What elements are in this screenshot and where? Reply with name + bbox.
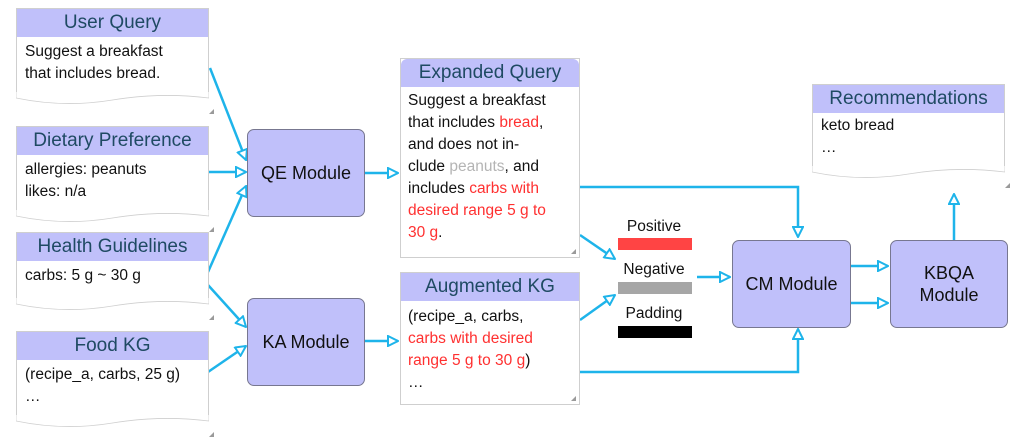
expanded-query-text: , and — [504, 158, 540, 175]
arrow-augmented-to-cm — [580, 329, 798, 374]
legend-positive-label: Positive — [626, 218, 682, 235]
dietary-preference-title: Dietary Preference — [17, 127, 208, 155]
kbqa-module: KBQA Module — [890, 240, 1008, 328]
qe-module: QE Module — [247, 129, 365, 217]
legend-positive-bar — [618, 238, 692, 250]
resize-grip-icon — [209, 432, 214, 437]
qe-module-label: QE Module — [260, 163, 352, 183]
arrow-foodkg-to-ka — [207, 346, 246, 374]
expanded-query-text: includes — [408, 180, 470, 197]
augmented-kg-text: ) — [525, 352, 531, 369]
dietary-preference-line: likes: n/a — [25, 183, 87, 200]
recommendations-card: Recommendations keto bread … — [812, 84, 1010, 188]
legend-negative-label: Negative — [623, 261, 685, 278]
food-kg-title: Food KG — [17, 332, 208, 360]
user-query-line: that includes bread. — [25, 65, 161, 82]
arrow-userquery-to-qe — [208, 67, 246, 160]
expanded-query-text: clude — [408, 158, 450, 175]
cm-module: CM Module — [732, 240, 851, 328]
highlight-carb-range: carbs with — [469, 180, 539, 197]
resize-grip-icon — [209, 227, 214, 232]
kbqa-module-label: Module — [919, 285, 979, 305]
user-query-line: Suggest a breakfast — [25, 43, 163, 60]
recommendation-item: … — [821, 139, 837, 156]
dietary-preference-card: Dietary Preference allergies: peanuts li… — [16, 126, 214, 232]
resize-grip-icon — [209, 109, 214, 114]
expanded-query-text: , — [539, 114, 544, 131]
excluded-allergen-text: peanuts — [449, 158, 505, 175]
recommendation-item: keto bread — [821, 117, 895, 134]
resize-grip-icon — [209, 315, 214, 320]
arrow-expanded-to-legend — [579, 233, 615, 259]
legend-padding-label: Padding — [625, 305, 683, 322]
health-guidelines-line: carbs: 5 g ~ 30 g — [25, 267, 141, 284]
dietary-preference-line: allergies: peanuts — [25, 161, 147, 178]
augmented-kg-title: Augmented KG — [401, 273, 579, 301]
arrow-health-to-qe — [206, 186, 246, 273]
highlight-carb-range: range 5 g to 30 g — [408, 352, 526, 369]
highlight-carb-range: desired range 5 g to — [408, 202, 546, 219]
health-guidelines-card: Health Guidelines carbs: 5 g ~ 30 g — [16, 232, 214, 320]
expanded-query-text: that includes — [408, 114, 500, 131]
food-kg-card: Food KG (recipe_a, carbs, 25 g) … — [16, 331, 214, 437]
ka-module-label: KA Module — [262, 332, 350, 352]
kbqa-module-label: KBQA — [923, 263, 975, 283]
legend-negative-bar — [618, 282, 692, 294]
arrow-augmented-to-legend — [579, 295, 615, 322]
augmented-kg-card: Augmented KG (recipe_a, carbs, carbs wit… — [400, 272, 580, 405]
legend-padding-bar — [618, 326, 692, 338]
health-guidelines-title: Health Guidelines — [17, 233, 208, 261]
arrow-expanded-to-cm — [580, 185, 798, 237]
resize-grip-icon — [571, 249, 576, 254]
arrow-health-to-ka — [207, 284, 246, 327]
user-query-card: User Query Suggest a breakfast that incl… — [16, 8, 214, 114]
highlight-carb-range: carbs with desired — [408, 330, 533, 347]
food-kg-line: (recipe_a, carbs, 25 g) — [25, 366, 181, 383]
highlight-carb-range: 30 g — [408, 224, 439, 241]
food-kg-line: … — [25, 388, 41, 405]
expanded-query-line: Suggest a breakfast — [408, 92, 546, 109]
expanded-query-text: . — [438, 224, 443, 241]
resize-grip-icon — [1005, 183, 1010, 188]
expanded-query-line: and does not in- — [408, 136, 520, 153]
resize-grip-icon — [571, 396, 576, 401]
recommendations-title: Recommendations — [813, 85, 1004, 113]
expanded-query-card: Expanded Query Suggest a breakfast that … — [400, 58, 580, 258]
highlight-included-food: bread — [499, 114, 539, 131]
expanded-query-title: Expanded Query — [401, 59, 579, 87]
augmented-kg-line: … — [408, 374, 424, 391]
cm-module-label: CM Module — [745, 274, 838, 294]
ka-module: KA Module — [247, 298, 365, 386]
user-query-title: User Query — [17, 9, 208, 37]
augmented-kg-line: (recipe_a, carbs, — [408, 308, 524, 325]
